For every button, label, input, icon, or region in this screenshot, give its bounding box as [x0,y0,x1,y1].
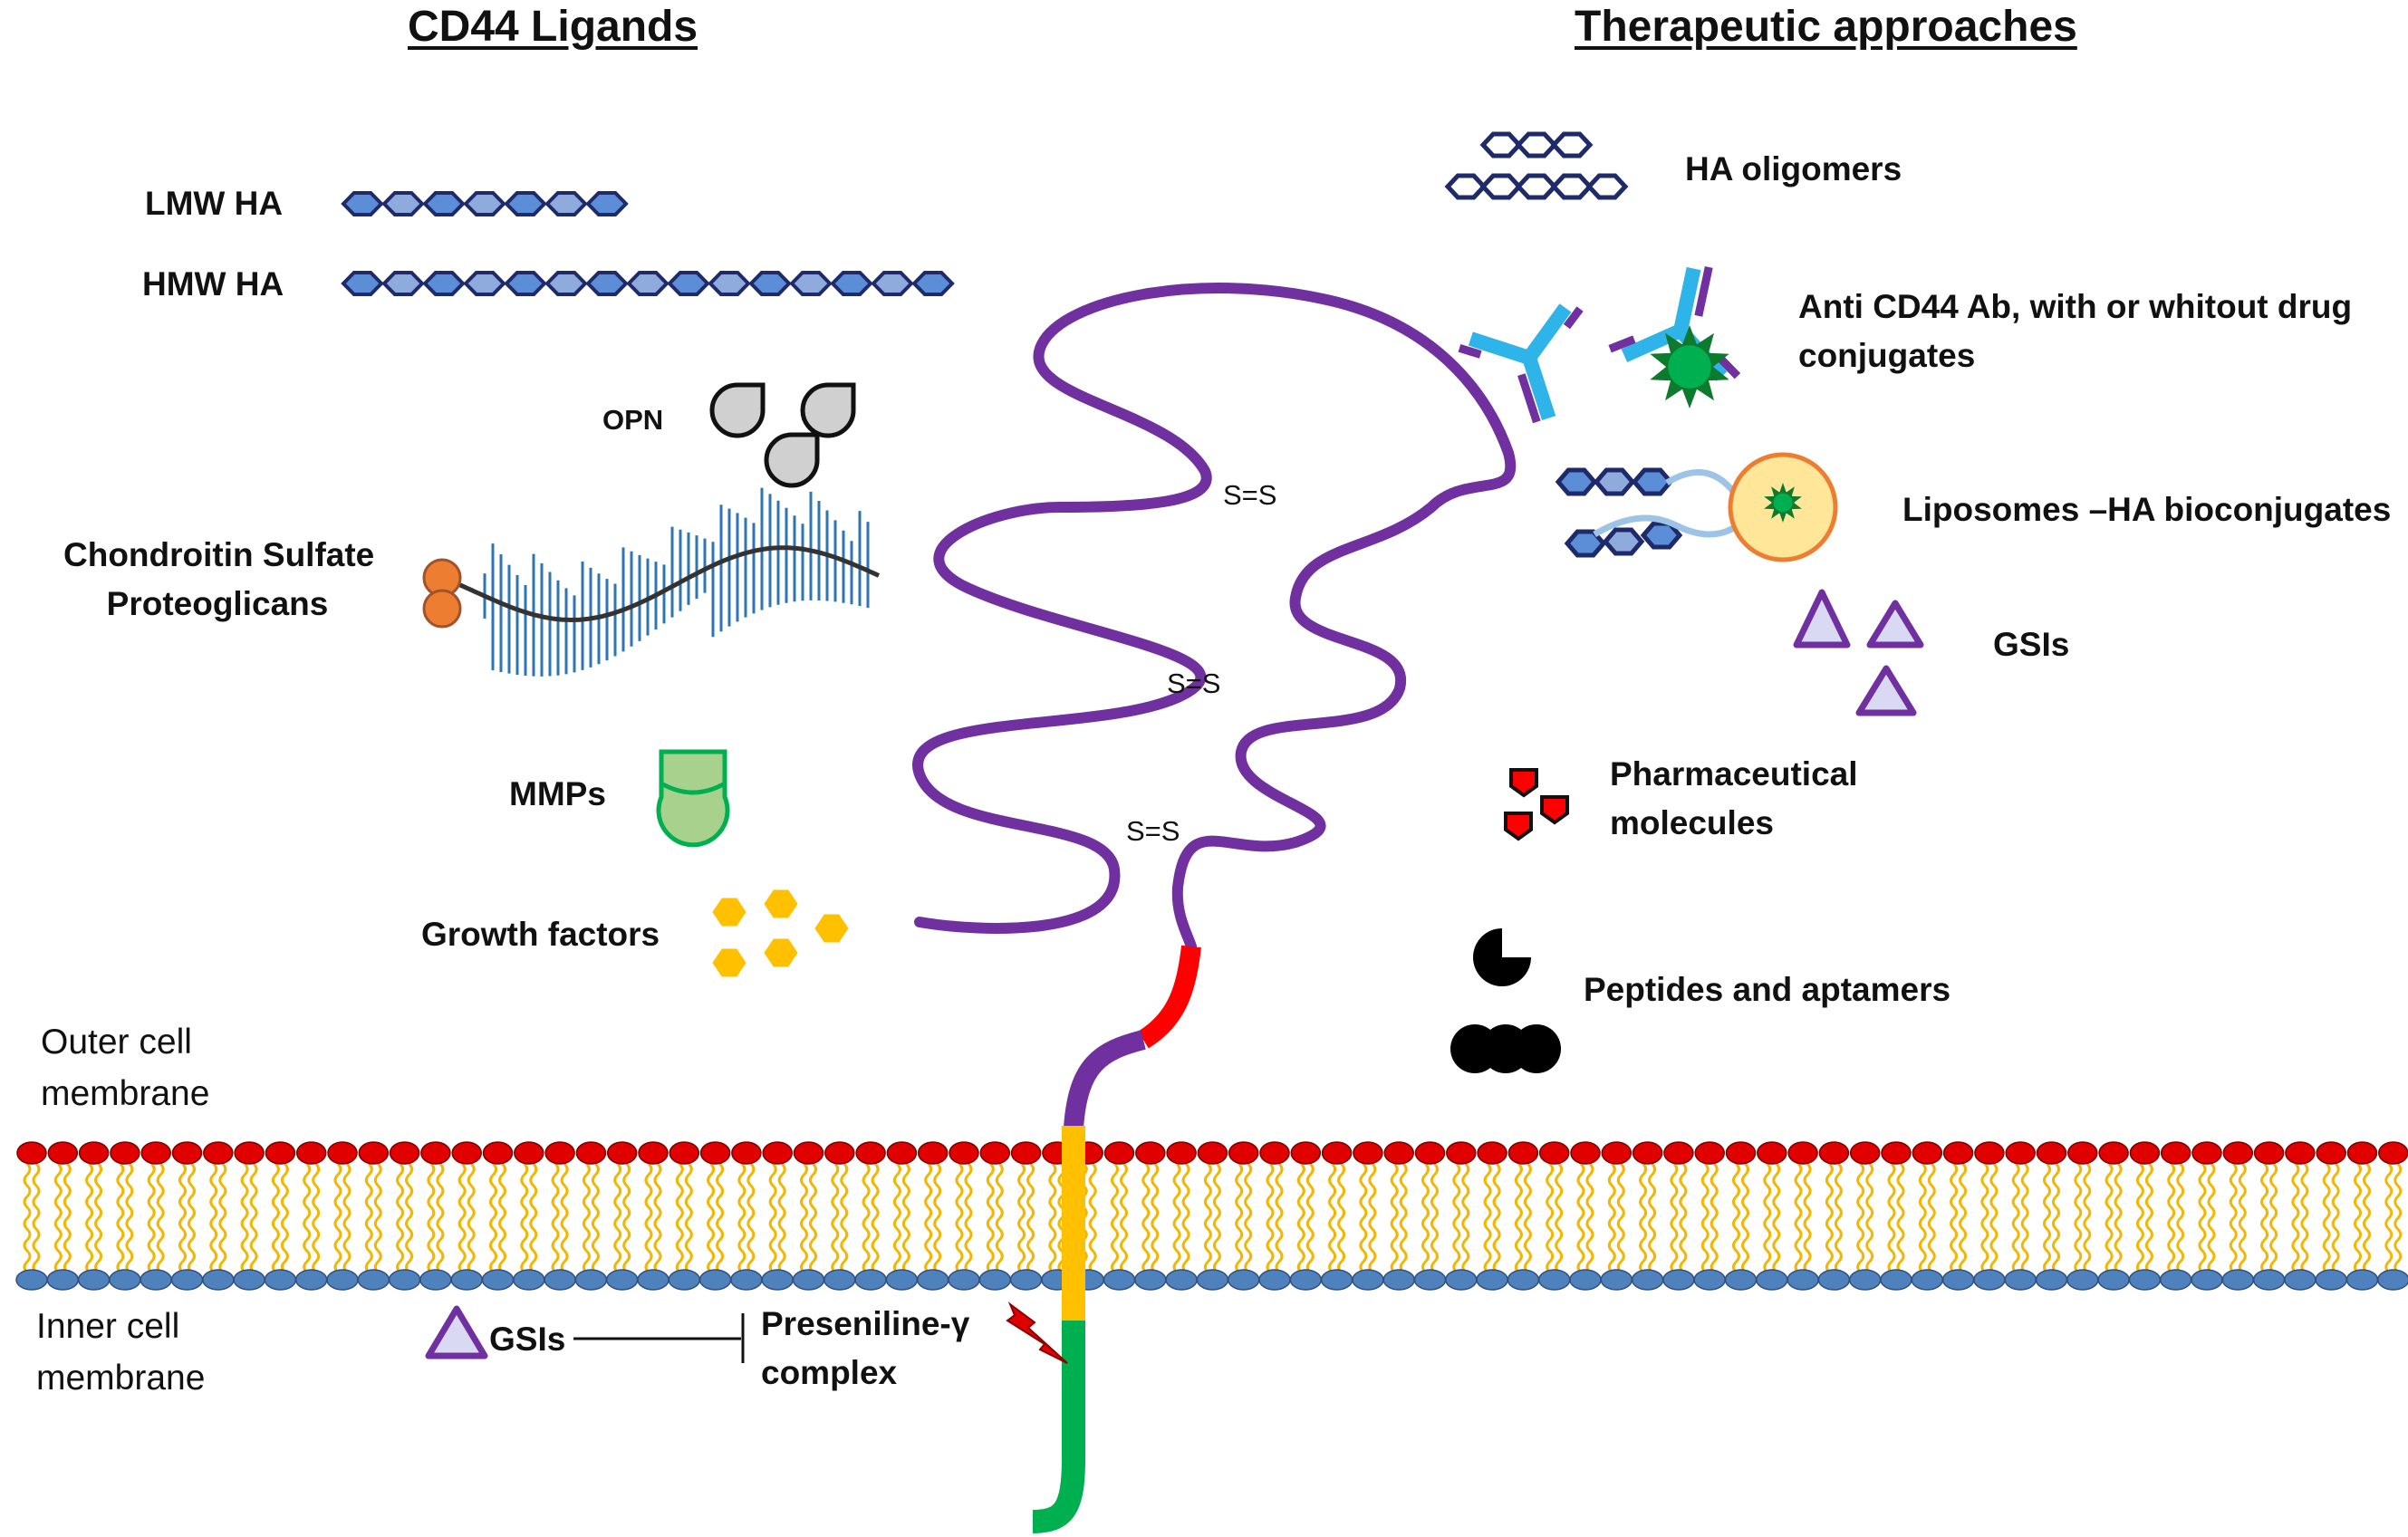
pharmaceutical-label-line1: Pharmaceutical [1610,755,1858,793]
hmw-ha-chain-icon [341,271,955,296]
ligands-heading: CD44 Ligands [408,3,698,51]
cd44-stem-red [1137,945,1201,1049]
gsis-icon [1793,589,1924,716]
lmw-ha-chain-icon [341,191,629,216]
presenilin-label-line1: Preseniline-γ [761,1305,970,1342]
growth-factor-icons [712,889,849,977]
lipid-bilayer [15,1141,2408,1291]
opn-icon [709,382,856,488]
anti-cd44-antibody-icon [1458,266,1741,424]
gsis-label: GSIs [1993,626,2070,663]
pharmaceutical-molecules-icon [1504,768,1569,841]
outer-membrane-line2: membrane [41,1074,210,1113]
disulfide-bond-2: S=S [1167,668,1221,699]
cd44-transmembrane-domain [1062,1126,1085,1321]
chondroitin-sulfate-line1: Chondroitin Sulfate [63,536,375,573]
antibody-label-line1: Anti CD44 Ab, with or whitout drug [1798,288,2353,325]
peptides-aptamers-icon [1450,928,1561,1073]
mmps-label: MMPs [509,775,606,812]
liposome-ha-bioconjugate-icon [1555,452,1838,562]
disulfide-bond-3: S=S [1126,815,1180,847]
cd44-stem-purple [1064,1030,1146,1129]
opn-label: OPN [602,404,664,436]
cleavage-site-icon [1006,1302,1068,1364]
lmw-ha-label: LMW HA [145,185,284,222]
liposomes-label: Liposomes –HA bioconjugates [1902,491,2392,528]
inner-membrane-label: Inner cell membrane [36,1301,205,1404]
chondroitin-sulfate-line2: Proteoglicans [106,585,329,622]
peptides-aptamers-label: Peptides and aptamers [1584,971,1951,1008]
therapeutic-heading: Therapeutic approaches [1575,3,2077,51]
antibody-label: Anti CD44 Ab, with or whitout drug conju… [1798,283,2352,380]
outer-membrane-line1: Outer cell [41,1023,192,1061]
antibody-label-line2: conjugates [1798,337,1976,374]
ha-oligomers-icon [1444,131,1629,200]
cd44-extracellular-domain [912,283,1517,952]
inner-membrane-line1: Inner cell [36,1307,180,1346]
chondroitin-sulfate-label: Chondroitin Sulfate Proteoglicans [63,531,375,629]
presenilin-label: Preseniline-γ complex [761,1300,969,1398]
ha-oligomers-label: HA oligomers [1685,150,1902,187]
presenilin-label-line2: complex [761,1354,898,1391]
disulfide-bond-1: S=S [1223,479,1277,511]
inner-membrane-line2: membrane [36,1359,206,1398]
gsis-inhibitor-label: GSIs [489,1321,566,1358]
mmp-icon [656,749,730,848]
pharmaceutical-label: Pharmaceutical molecules [1610,750,1858,848]
cd44-receptor [912,283,1517,1533]
gsis-inhibitor-icon [425,1305,488,1359]
hmw-ha-label: HMW HA [142,265,284,303]
chondroitin-sulfate-proteoglycan-icon [422,487,881,677]
outer-membrane-label: Outer cell membrane [41,1016,209,1119]
cd44-cytoplasmic-tail [1032,1321,1085,1533]
pharmaceutical-label-line2: molecules [1610,804,1774,841]
growth-factors-label: Growth factors [421,916,660,953]
